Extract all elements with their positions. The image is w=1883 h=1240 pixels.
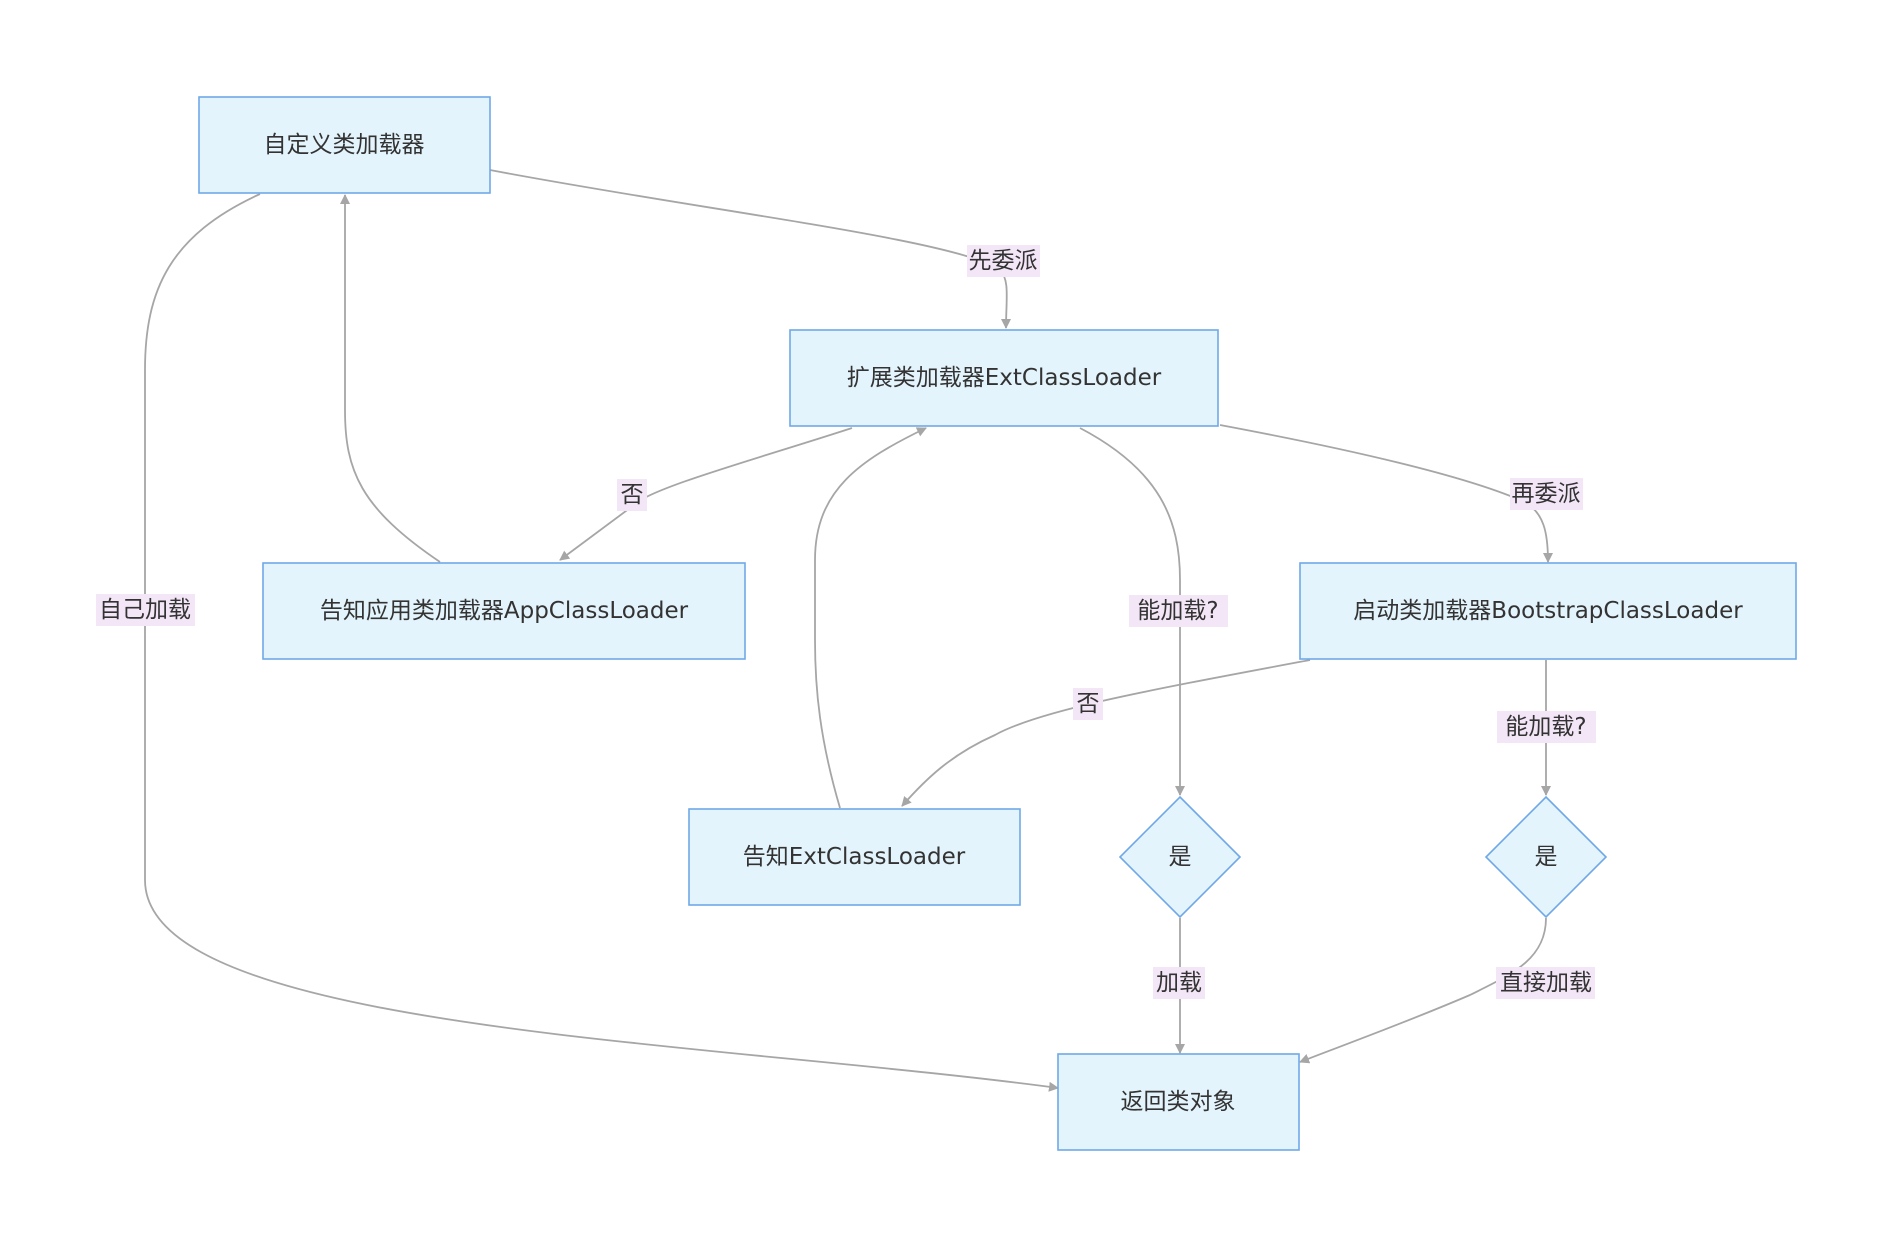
edge-ext-to-yes xyxy=(1079,427,1185,796)
node-notify-ext-label: 告知ExtClassLoader xyxy=(743,844,966,870)
edge-label-load: 加载 xyxy=(1156,970,1202,996)
node-yes-ext: 是 xyxy=(1118,795,1242,919)
edges xyxy=(144,169,1553,1092)
node-yes-bootstrap-label: 是 xyxy=(1535,844,1558,870)
edge-label-first-delegate: 先委派 xyxy=(969,248,1038,274)
edge-custom-to-return xyxy=(144,193,1059,1092)
edge-label-no-bootstrap: 否 xyxy=(1077,691,1100,717)
node-notify-app-label: 告知应用类加载器AppClassLoader xyxy=(320,598,689,624)
edge-yes-bootstrap-to-return xyxy=(1299,917,1547,1064)
edge-bootstrap-to-notify-ext xyxy=(901,659,1311,807)
edge-label-can-load-ext: 能加载? xyxy=(1137,598,1218,624)
node-bootstrap-loader-label: 启动类加载器BootstrapClassLoader xyxy=(1353,598,1743,624)
node-custom-loader: 自定义类加载器 xyxy=(198,96,491,194)
node-yes-bootstrap: 是 xyxy=(1484,795,1608,919)
node-ext-loader: 扩展类加载器ExtClassLoader xyxy=(789,329,1219,427)
node-notify-app: 告知应用类加载器AppClassLoader xyxy=(262,562,746,660)
edge-label-can-load-bootstrap: 能加载? xyxy=(1505,714,1586,740)
edge-notify-app-to-custom xyxy=(340,194,441,563)
edge-ext-to-bootstrap xyxy=(1219,424,1553,563)
nodes: 自定义类加载器 扩展类加载器ExtClassLoader 告知应用类加载器App… xyxy=(198,96,1797,1151)
edge-label-self-load: 自己加载 xyxy=(99,597,191,623)
node-notify-ext: 告知ExtClassLoader xyxy=(688,808,1021,906)
edge-label-no-ext: 否 xyxy=(621,482,644,508)
edge-custom-to-ext xyxy=(489,169,1012,329)
node-return-class-label: 返回类对象 xyxy=(1121,1089,1236,1115)
edge-notify-ext-to-ext xyxy=(814,427,927,809)
node-bootstrap-loader: 启动类加载器BootstrapClassLoader xyxy=(1299,562,1797,660)
edge-ext-to-notify-app xyxy=(559,427,853,561)
node-return-class: 返回类对象 xyxy=(1057,1053,1300,1151)
node-yes-ext-label: 是 xyxy=(1169,844,1192,870)
edge-label-direct-load: 直接加载 xyxy=(1500,970,1592,996)
edge-labels: 先委派 否 再委派 能加载? 自己加载 否 能加载? 加载 直接加载 xyxy=(96,245,1596,999)
edge-label-redelegate: 再委派 xyxy=(1512,481,1581,507)
node-custom-loader-label: 自定义类加载器 xyxy=(264,132,425,158)
node-ext-loader-label: 扩展类加载器ExtClassLoader xyxy=(847,365,1162,391)
